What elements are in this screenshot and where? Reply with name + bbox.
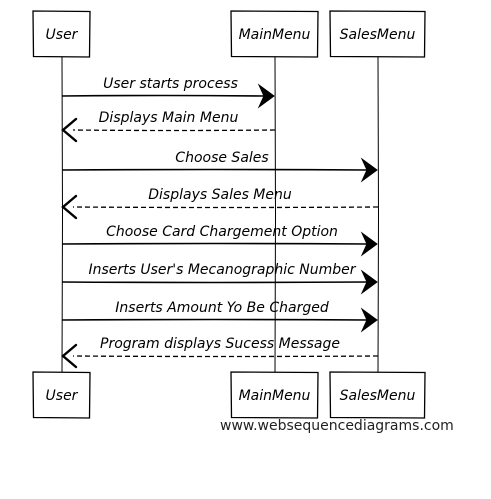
participant-box bbox=[230, 371, 319, 419]
message-7: Inserts Amount Yo Be Charged bbox=[61, 300, 378, 333]
message-8: Program displays Sucess Message bbox=[61, 336, 379, 369]
lifeline-salesmenu bbox=[377, 56, 380, 373]
message-label: User starts process bbox=[103, 76, 238, 92]
filled-arrowhead-icon bbox=[360, 231, 378, 257]
lifeline-mainmenu bbox=[274, 56, 277, 373]
participant-salesmenu-top: SalesMenu bbox=[329, 10, 426, 58]
call-arrow-line bbox=[61, 318, 368, 321]
message-5: Choose Card Chargement Option bbox=[61, 224, 378, 257]
participant-box bbox=[32, 10, 91, 58]
call-arrow-line bbox=[61, 242, 368, 245]
message-label: Inserts User's Mecanographic Number bbox=[88, 262, 356, 278]
participant-user-top: User bbox=[32, 10, 91, 58]
call-arrow-line bbox=[61, 281, 368, 284]
watermark-text: www.websequencediagrams.com bbox=[220, 418, 454, 434]
participant-label: SalesMenu bbox=[340, 388, 416, 404]
message-label: Inserts Amount Yo Be Charged bbox=[115, 300, 329, 316]
filled-arrowhead-icon bbox=[360, 157, 378, 183]
message-3: Choose Sales bbox=[61, 150, 378, 183]
participant-label: User bbox=[46, 27, 79, 43]
open-arrowhead-icon bbox=[61, 194, 78, 220]
filled-arrowhead-icon bbox=[360, 269, 378, 295]
participant-mainmenu-top: MainMenu bbox=[230, 10, 319, 58]
participant-box bbox=[230, 10, 319, 58]
open-arrowhead-icon bbox=[61, 117, 78, 143]
return-arrow-line bbox=[72, 206, 379, 209]
message-label: Displays Sales Menu bbox=[148, 187, 292, 203]
message-4: Displays Sales Menu bbox=[61, 187, 379, 220]
participant-user-bottom: User bbox=[32, 371, 91, 419]
participant-label: User bbox=[46, 388, 79, 404]
message-2: Displays Main Menu bbox=[61, 110, 276, 143]
participant-label: MainMenu bbox=[239, 27, 311, 43]
participant-label: SalesMenu bbox=[340, 27, 416, 43]
participant-label: MainMenu bbox=[239, 388, 311, 404]
return-arrow-line bbox=[72, 355, 379, 358]
message-1: User starts process bbox=[61, 76, 275, 109]
participant-mainmenu-bottom: MainMenu bbox=[230, 371, 319, 419]
lifelines bbox=[61, 56, 380, 373]
message-label: Choose Card Chargement Option bbox=[106, 224, 338, 240]
open-arrowhead-icon bbox=[61, 343, 78, 369]
participant-box bbox=[32, 371, 91, 419]
message-label: Choose Sales bbox=[175, 150, 268, 166]
participant-box bbox=[329, 371, 426, 419]
lifeline-user bbox=[61, 56, 64, 373]
return-arrow-line bbox=[72, 129, 276, 132]
filled-arrowhead-icon bbox=[257, 83, 275, 109]
filled-arrowhead-icon bbox=[360, 307, 378, 333]
call-arrow-line bbox=[61, 168, 368, 171]
message-label: Displays Main Menu bbox=[99, 110, 239, 126]
call-arrow-line bbox=[61, 94, 265, 97]
message-6: Inserts User's Mecanographic Number bbox=[61, 262, 378, 295]
message-label: Program displays Sucess Message bbox=[100, 336, 340, 352]
participant-box bbox=[329, 10, 426, 58]
participant-salesmenu-bottom: SalesMenu bbox=[329, 371, 426, 419]
